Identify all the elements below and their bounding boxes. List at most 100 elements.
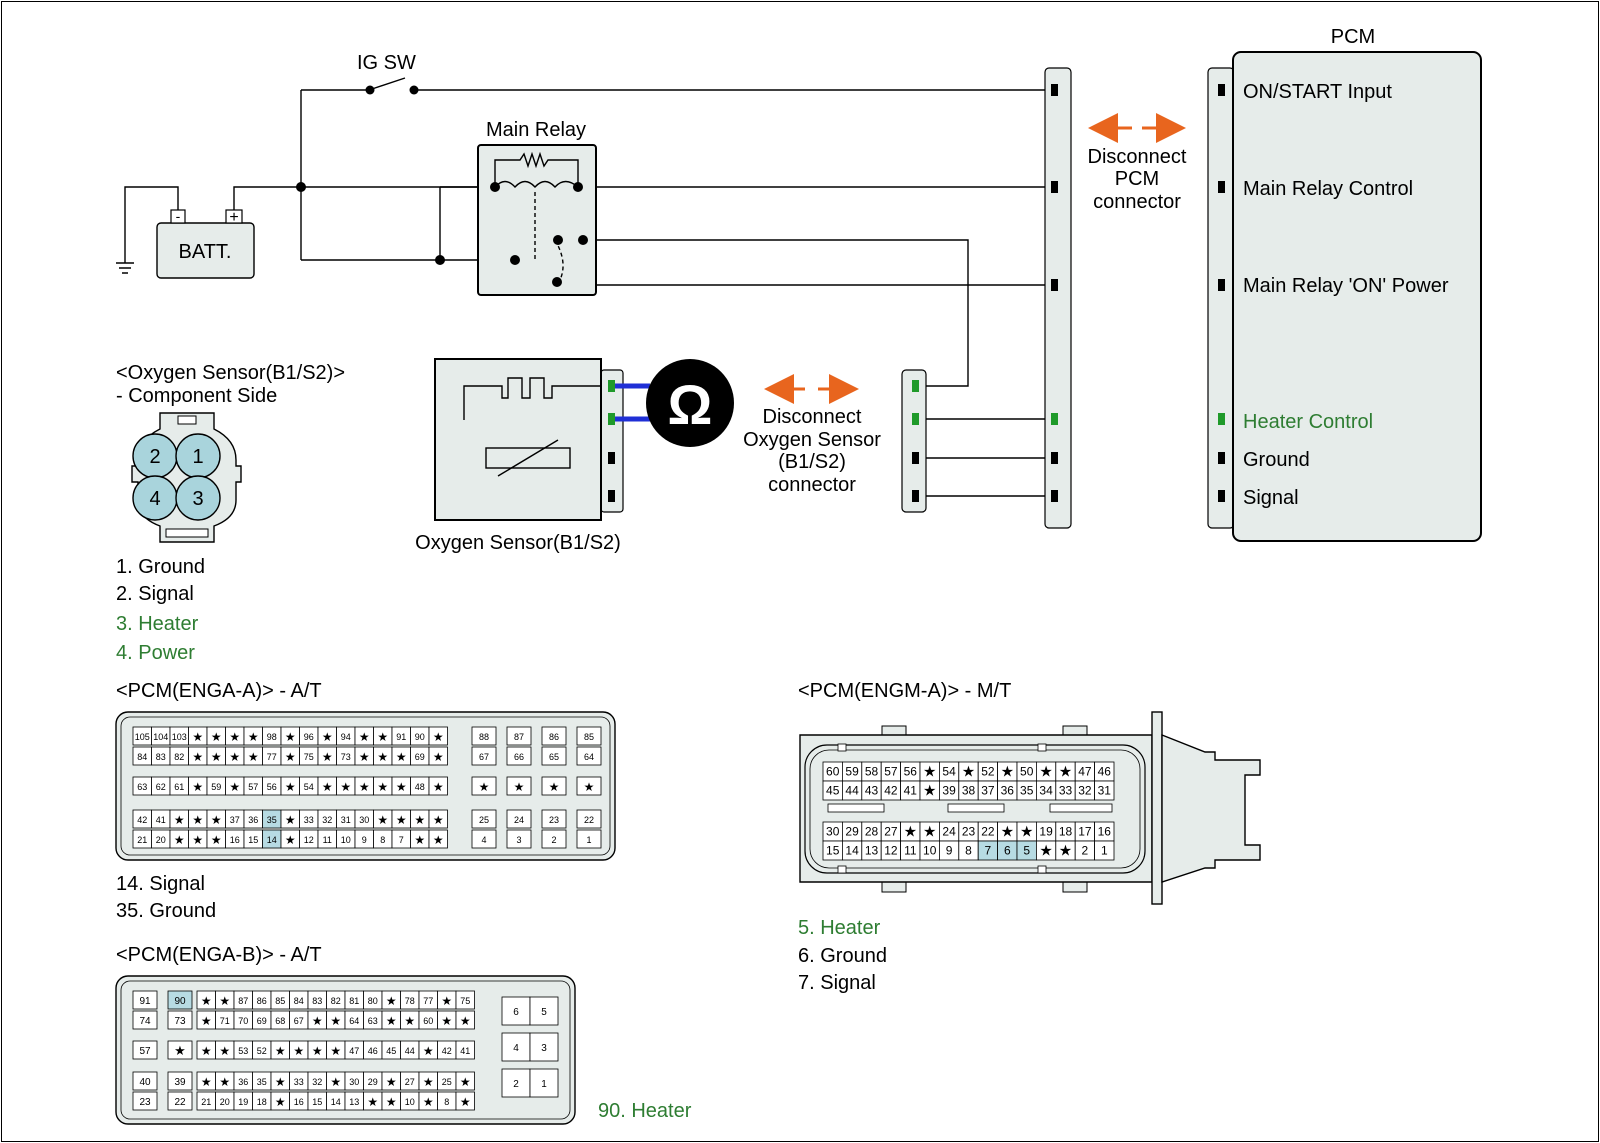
connector-pin-number: ★ <box>359 780 370 794</box>
connector-pin-number: 6 <box>1004 844 1011 858</box>
connector-pin-cell <box>506 776 532 796</box>
connector-pin-number: 91 <box>396 732 406 742</box>
connector-pin-number: ★ <box>174 1043 186 1058</box>
connector-pin-number: ★ <box>229 750 240 764</box>
connector-pin-number: 70 <box>238 1016 248 1026</box>
connector-pin-number: 37 <box>230 815 240 825</box>
connector-pin-cell <box>501 996 531 1026</box>
connector-pin-number: 87 <box>238 996 248 1006</box>
connector-pin-cell <box>428 726 448 746</box>
connector-pin-number: 8 <box>965 844 972 858</box>
connector-pin-number: 104 <box>153 732 168 742</box>
connector-pin-number: 16 <box>230 835 240 845</box>
connector-pin-number: 14 <box>267 835 277 845</box>
connector-pin-number: ★ <box>433 750 444 764</box>
connector-pin-number: 30 <box>359 815 369 825</box>
disconnect-o2-line: (B1/S2) <box>778 451 846 473</box>
pcm-pin-label: ON/START Input <box>1243 81 1392 103</box>
o2-connector-view: <Oxygen Sensor(B1/S2)> - Component Side … <box>116 362 345 664</box>
connector-pin-number: ★ <box>219 1044 230 1058</box>
connector-pin-number: 16 <box>1098 825 1112 839</box>
connector-pin-number: 30 <box>826 825 840 839</box>
connector-pin-number: 64 <box>584 752 594 762</box>
connector-pin-number: 29 <box>845 825 859 839</box>
connector-pin-number: 86 <box>257 996 267 1006</box>
connector-pin-number: 66 <box>514 752 524 762</box>
connector-pin-number: 22 <box>584 815 594 825</box>
connector-pin-number: 48 <box>415 782 425 792</box>
connector-pin-number: 10 <box>405 1097 415 1107</box>
connector-pin-number: 84 <box>137 752 147 762</box>
connector-pin-cell <box>506 829 532 849</box>
o2-legend-item: 1. Ground <box>116 556 205 578</box>
connector-pin-number: 16 <box>294 1097 304 1107</box>
connector-pin-number: ★ <box>312 1044 323 1058</box>
connector-pin-number: 29 <box>368 1077 378 1087</box>
connector-pin-number: ★ <box>192 813 203 827</box>
connector-pin-number: 18 <box>1059 825 1073 839</box>
enga-a-legend-item: 35. Ground <box>116 900 216 922</box>
connector-pin-number: 25 <box>479 815 489 825</box>
connector-pin-number: ★ <box>386 1075 397 1089</box>
connector-pin-number: 53 <box>238 1046 248 1056</box>
connector-pin-number: ★ <box>460 1095 471 1109</box>
svg-text:-: - <box>176 208 181 224</box>
connector-pin-number: 15 <box>248 835 258 845</box>
connector-pin-number: ★ <box>423 1044 434 1058</box>
connector-pin-number: 13 <box>865 844 879 858</box>
connector-pin-number: 57 <box>139 1046 151 1057</box>
pcm-title: PCM <box>1331 26 1375 48</box>
connector-pin-number: ★ <box>219 994 230 1008</box>
connector-pin-cell <box>428 829 448 849</box>
connector-pin-number: 9 <box>946 844 953 858</box>
connector-pin-cell <box>576 726 602 746</box>
connector-pin-number: 32 <box>312 1077 322 1087</box>
connector-pin-number: 14 <box>331 1097 341 1107</box>
connector-pin-number: ★ <box>192 750 203 764</box>
connector-pin-number: 40 <box>139 1077 151 1088</box>
connector-pin-cell <box>471 726 497 746</box>
connector-pin-number: 59 <box>845 765 859 779</box>
connector-pin-number: 43 <box>865 784 879 798</box>
connector-pin-number: 58 <box>865 765 879 779</box>
connector-pin-cell <box>576 829 602 849</box>
connector-pin-number: ★ <box>923 824 936 841</box>
connector-pin-number: 80 <box>368 996 378 1006</box>
connector-pin-number: 52 <box>257 1046 267 1056</box>
connector-pin-cell <box>501 1032 531 1062</box>
connector-pin-number: 20 <box>156 835 166 845</box>
connector-pin-cell <box>506 746 532 766</box>
engm-a-legend-item-heater: 5. Heater <box>798 917 881 939</box>
connector-pin-number: ★ <box>1059 764 1072 781</box>
connector-pin-number: ★ <box>285 730 296 744</box>
connector-pin-number: 3 <box>541 1043 547 1054</box>
connector-pin-number: 15 <box>826 844 840 858</box>
connector-pin-number: ★ <box>423 1075 434 1089</box>
connector-pin-number: 75 <box>304 752 314 762</box>
connector-pin-number: 39 <box>174 1077 186 1088</box>
connector-pin-number: 35 <box>257 1077 267 1087</box>
connector-pin-cell <box>167 1091 193 1111</box>
connector-pin-number: 2 <box>513 1079 519 1090</box>
connector-pin-number: 78 <box>405 996 415 1006</box>
connector-pin-number: ★ <box>549 780 560 794</box>
connector-pin-number: ★ <box>404 1014 415 1028</box>
connector-pin-number: 81 <box>349 996 359 1006</box>
connector-pin-cell <box>541 746 567 766</box>
disconnect-pcm-line: PCM <box>1115 168 1159 190</box>
connector-pin-number: ★ <box>433 730 444 744</box>
connector-pin-number: ★ <box>211 813 222 827</box>
connector-pin-cell <box>1094 780 1115 801</box>
connector-pin-number: ★ <box>211 833 222 847</box>
enga-a-legend-item: 14. Signal <box>116 873 205 895</box>
connector-pin-cell <box>132 990 158 1010</box>
connector-pin-number: 31 <box>1098 784 1112 798</box>
connector-pin-cell <box>529 1068 559 1098</box>
connector-pin-number: 23 <box>139 1097 151 1108</box>
connector-pin-number: ★ <box>322 750 333 764</box>
connector-pin-cell <box>471 809 497 829</box>
connector-pin-number: ★ <box>285 833 296 847</box>
connector-pin-number: ★ <box>201 1075 212 1089</box>
